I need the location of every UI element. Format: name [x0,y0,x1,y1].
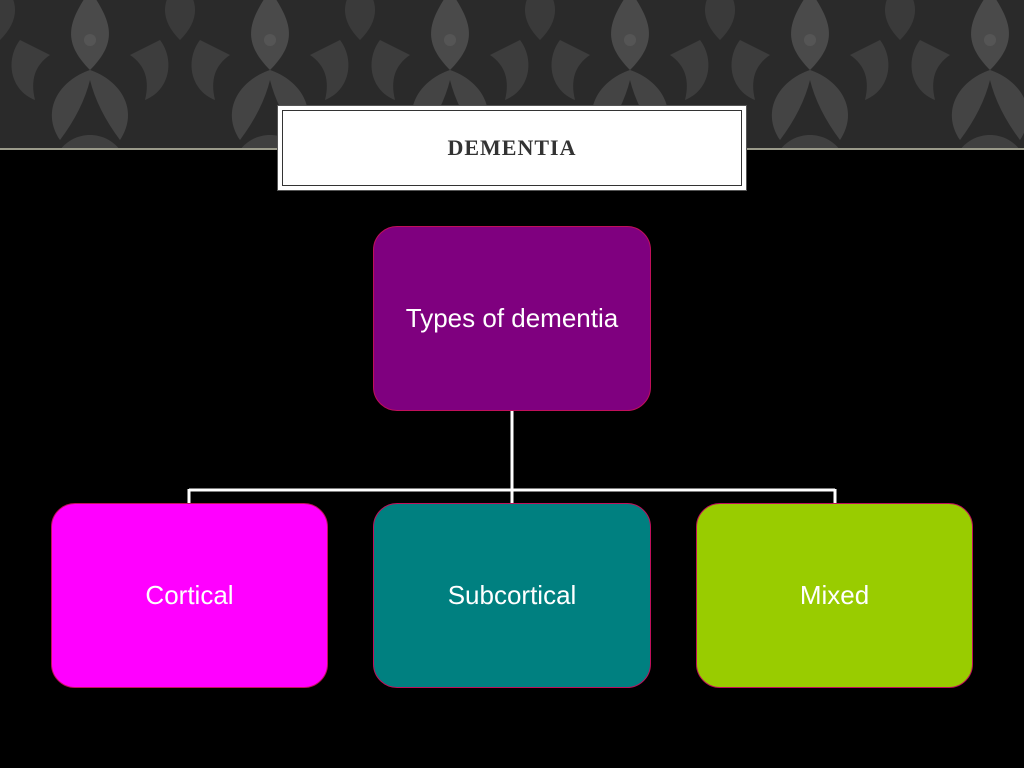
node-cortical: Cortical [51,503,328,688]
title-box: DEMENTIA [277,105,747,191]
slide-title: DEMENTIA [447,135,577,160]
node-label: Mixed [799,580,870,610]
node-types-of-dementia: Types of dementia [373,226,651,411]
node-label: Cortical [145,580,234,610]
node-label: Types of dementia [405,303,619,333]
title-box-inner-frame: DEMENTIA [282,110,742,186]
damask-header-band [0,0,1024,148]
node-mixed: Mixed [696,503,973,688]
node-subcortical: Subcortical [373,503,651,688]
node-label: Subcortical [447,580,577,610]
